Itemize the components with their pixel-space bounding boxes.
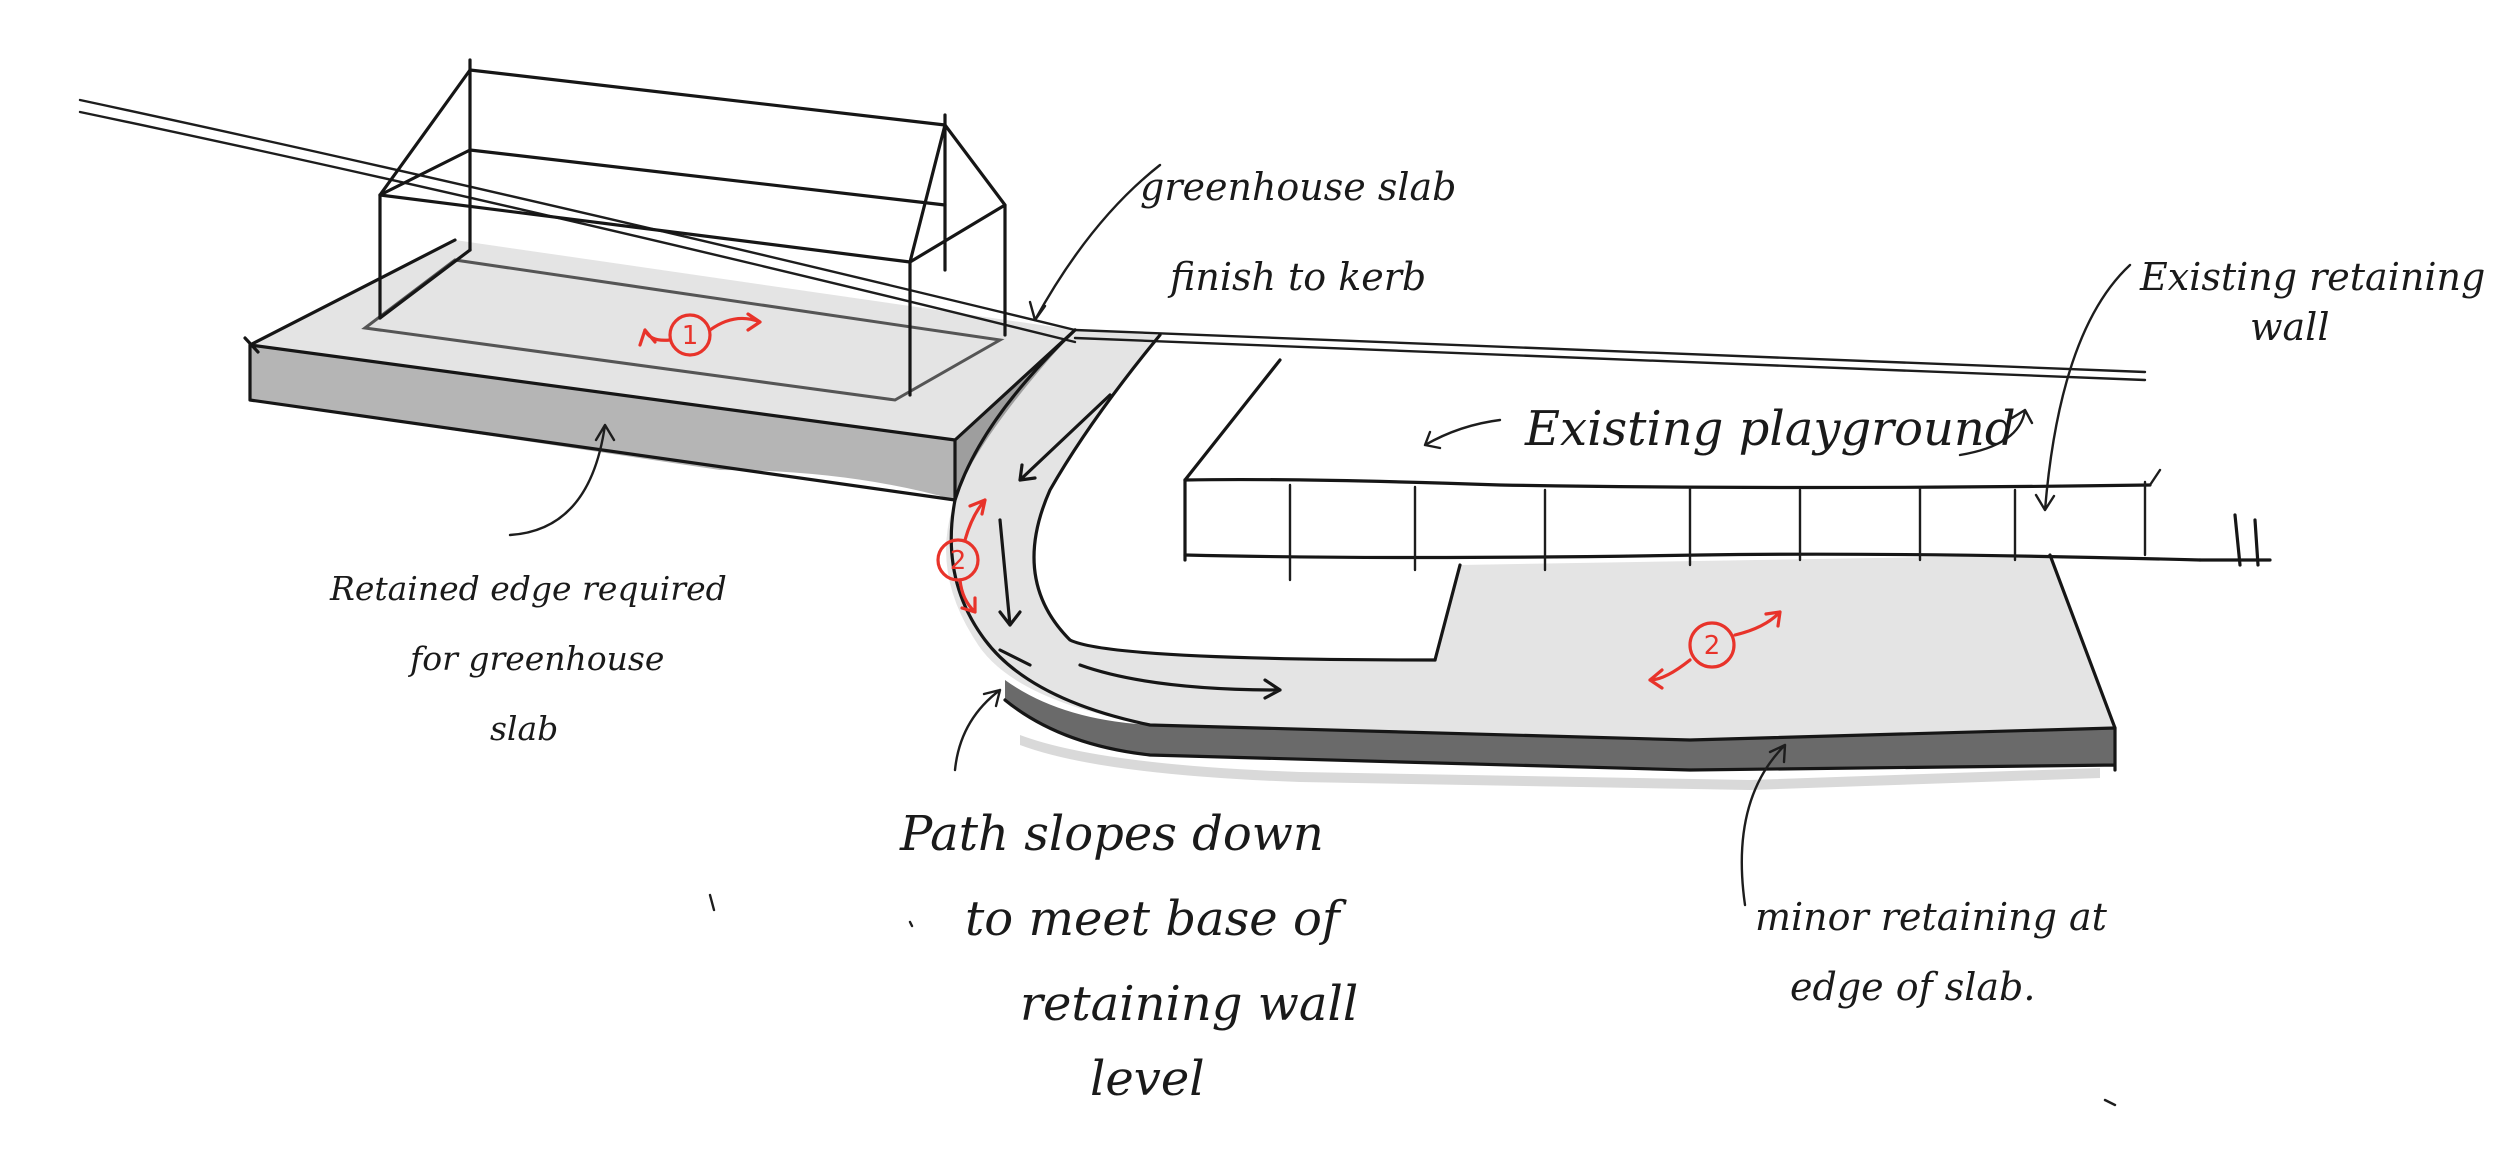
svg-text:retaining wall: retaining wall [1020,976,1358,1032]
existing-retaining-wall [1183,358,2272,582]
svg-text:Existing retaining: Existing retaining [2139,255,2485,299]
note-existing-wall: Existing retaining wall [2139,255,2485,349]
zone-1-label: 1 [682,321,699,351]
svg-text:greenhouse slab: greenhouse slab [1140,165,1456,209]
note-retained-edge: Retained edge required for greenhouse sl… [329,569,727,748]
leader-minor-retaining [1740,743,1787,907]
playground-slab-side [1005,680,2115,770]
svg-text:finish to kerb: finish to kerb [1167,255,1426,299]
zone-marker-2-path: 2 [936,498,987,614]
greenhouse-frame [378,58,1007,397]
svg-text:edge of slab.: edge of slab. [1790,965,2035,1009]
note-existing-playground: Existing playground [1524,401,2016,457]
leader-playground-left [1423,418,1502,450]
playground-slab-outline [1003,553,2117,772]
svg-text:minor retaining at: minor retaining at [1755,895,2108,939]
slab-fills [250,240,2115,790]
slab-shadow [1020,735,2100,790]
zone-marker-1: 1 [638,312,762,357]
svg-text:for greenhouse: for greenhouse [407,639,664,678]
note-path-slopes: Path slopes down to meet base of retaini… [899,806,1358,1107]
path-inner-edge [1032,333,1437,662]
svg-text:wall: wall [2250,305,2330,349]
leader-lines [508,163,2132,907]
zone-marker-2-playground: 2 [1648,610,1782,690]
leader-existing-wall [2034,263,2132,512]
svg-text:Retained edge required: Retained edge required [329,569,727,608]
slope-arrows [998,393,1282,700]
leader-playground-right [1958,408,2034,457]
path-slab-top [946,330,2115,740]
leader-greenhouse [1028,163,1162,322]
zone-2a-label: 2 [950,546,967,576]
linework [78,58,2272,1107]
svg-text:level: level [1090,1051,1205,1107]
svg-text:Existing playground: Existing playground [1524,401,2016,457]
leader-path-slopes [953,688,1002,772]
note-minor-retaining: minor retaining at edge of slab. [1755,895,2108,1009]
svg-text:to meet base of: to meet base of [965,891,1347,947]
greenhouse-slab-side [250,345,955,500]
road-edge [1073,328,2147,374]
zone-2b-label: 2 [1704,631,1721,661]
note-greenhouse-slab: greenhouse slab finish to kerb [1140,165,1456,299]
svg-text:Path slopes down: Path slopes down [899,806,1324,862]
leader-retained-edge [508,423,616,537]
svg-text:slab: slab [490,709,558,748]
